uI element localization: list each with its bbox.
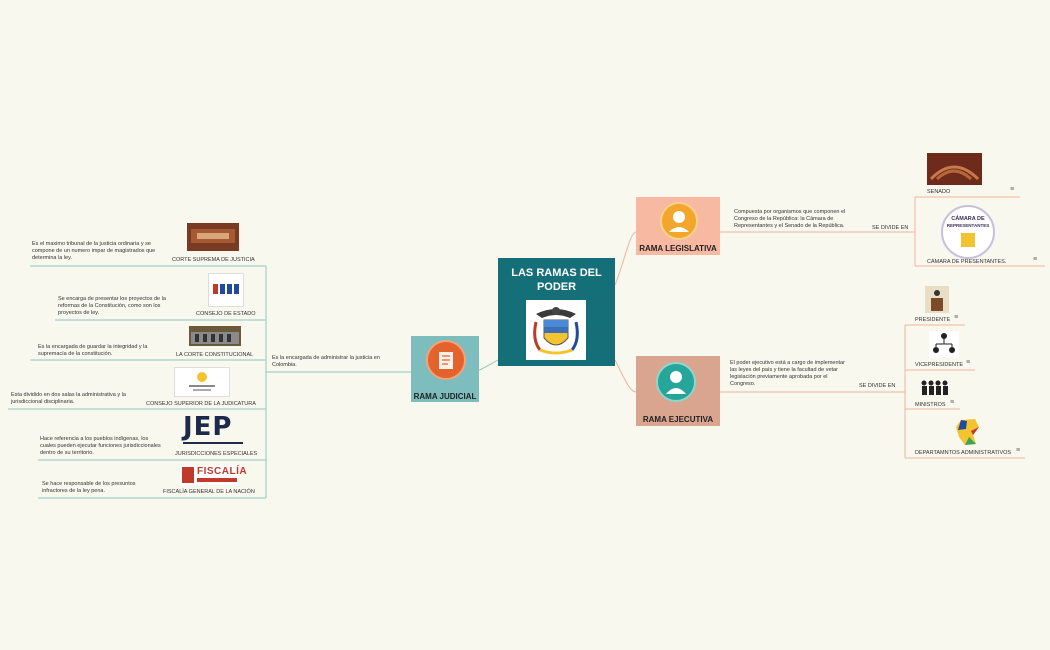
note-icon[interactable]: ≡ (950, 399, 955, 406)
consejo-estado-label[interactable]: CONSEJO DE ESTADO (196, 311, 256, 317)
note-icon[interactable]: ≡ (966, 359, 971, 366)
consejo-estado-logo (208, 273, 244, 307)
ejecutiva-divide-label: SE DIVIDE EN (859, 383, 896, 389)
colombia-map-icon (953, 417, 983, 447)
consejo-judicatura-label[interactable]: CONSEJO SUPERIOR DE LA JUDICATURA (146, 401, 256, 407)
corte-constitucional-image (189, 326, 241, 346)
corte-constitucional-description: Es la encargada de guardar la integridad… (38, 344, 148, 357)
central-to-ejecutiva-line (614, 359, 637, 393)
corte-suprema-description: Es el maximo tribunal de la justicia ord… (32, 241, 156, 261)
senado-image (927, 153, 982, 185)
vicepresidente-label[interactable]: VICEPRESIDENTE (915, 362, 963, 368)
rama-legislativa-label: RAMA LEGISLATIVA (639, 244, 717, 253)
fiscalia-description: Se hace responsable de los presuntos inf… (42, 481, 136, 494)
org-chart-icon (929, 331, 959, 357)
rama-ejecutiva-label: RAMA EJECUTIVA (642, 415, 714, 424)
rama-ejecutiva-description: El poder ejecutivo está a cargo de imple… (730, 360, 845, 387)
departamentos-label[interactable]: DEPARTAMNTOS ADMINISTRATIVOS (915, 450, 1012, 456)
consejo-judicatura-description: Esta dividido en dos salas la administra… (11, 392, 126, 405)
consejo-estado-description: Se encarga de presentar los proyectos de… (58, 296, 166, 316)
rama-judicial-label: RAMA JUDICIAL (413, 392, 477, 401)
rama-legislativa-description: Compuesta por organismos que componen el… (734, 209, 846, 229)
note-icon[interactable]: ≡ (954, 314, 959, 321)
ministros-label[interactable]: MINISTROS (915, 402, 946, 408)
note-icon[interactable]: ≡ (1016, 447, 1021, 454)
fiscalia-label[interactable]: FISCALÍA GENERAL DE LA NACIÓN (163, 489, 255, 495)
camara-label[interactable]: CÁMARA DE PRESENTANTES. (927, 259, 1007, 265)
jurisdicciones-especiales-label[interactable]: JURISDICCIONES ESPECIALES (175, 451, 258, 457)
jurisdicciones-especiales-description: Hace referencia a los pueblos indígenas,… (40, 436, 161, 456)
book-icon (426, 340, 466, 380)
central-title: LAS RAMAS DEL PODER (511, 267, 602, 293)
podium-icon (925, 286, 949, 313)
jep-logo: JEP (183, 414, 247, 446)
person-icon (656, 362, 696, 402)
rama-legislativa-node[interactable]: RAMA LEGISLATIVA (636, 197, 720, 255)
corte-suprema-image (187, 223, 239, 251)
corte-constitucional-label[interactable]: LA CORTE CONSTITUCIONAL (176, 352, 254, 358)
fiscalia-logo: FISCALÍA (180, 465, 247, 485)
presidente-label[interactable]: PRESIDENTE (915, 317, 951, 323)
corte-suprema-label[interactable]: CORTE SUPREMA DE JUSTICIA (172, 257, 255, 263)
central-to-legislativa-line (614, 231, 637, 286)
rama-judicial-description: Es la encargada de administrar la justic… (272, 355, 380, 368)
colombia-coat-of-arms-icon (526, 300, 586, 360)
camara-representantes-logo: CÁMARA DE REPRESENTANTES (941, 205, 995, 259)
judge-icon (660, 202, 698, 240)
legislativa-divide-label: SE DIVIDE EN (872, 225, 909, 231)
note-icon[interactable]: ≡ (1033, 256, 1038, 263)
rama-judicial-node[interactable]: RAMA JUDICIAL (411, 336, 479, 402)
consejo-judicatura-logo (174, 367, 230, 397)
ministers-icon (920, 378, 952, 396)
senado-label[interactable]: SENADO (927, 189, 951, 195)
rama-ejecutiva-node[interactable]: RAMA EJECUTIVA (636, 356, 720, 426)
central-topic[interactable]: LAS RAMAS DEL PODER (498, 258, 615, 366)
note-icon[interactable]: ≡ (1010, 186, 1015, 193)
